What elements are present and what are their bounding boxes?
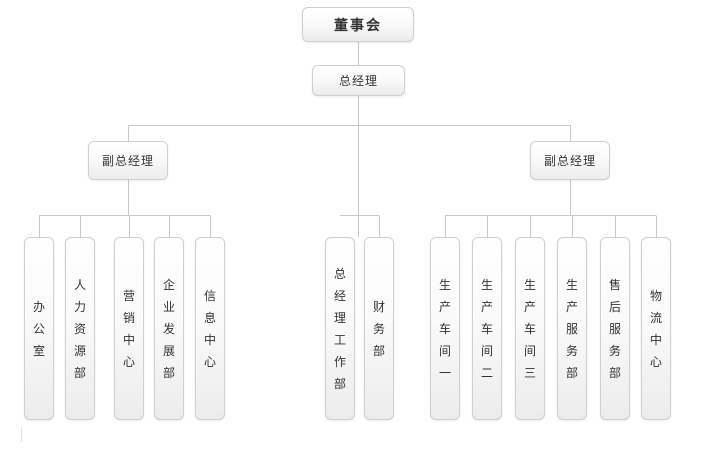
department-4: 企业发展部 <box>154 237 184 420</box>
node-general-manager-label: 总经理 <box>338 74 378 88</box>
department-label: 企业发展部 <box>162 277 175 380</box>
department-label: 生产服务部 <box>565 277 578 380</box>
department-label: 生产车间二 <box>480 277 493 380</box>
department-6: 总经理工作部 <box>325 237 355 420</box>
department-label: 财务部 <box>372 299 385 358</box>
node-board-label: 董事会 <box>334 17 382 34</box>
department-label: 生产车间三 <box>523 277 536 380</box>
department-11: 生产服务部 <box>557 237 587 420</box>
department-9: 生产车间二 <box>472 237 502 420</box>
department-2: 人力资源部 <box>65 237 95 420</box>
node-board: 董事会 <box>302 7 414 42</box>
department-10: 生产车间三 <box>515 237 545 420</box>
department-label: 生产车间一 <box>438 277 451 380</box>
department-label: 信息中心 <box>203 288 216 369</box>
department-13: 物流中心 <box>641 237 671 420</box>
department-7: 财务部 <box>364 237 394 420</box>
department-12: 售后服务部 <box>600 237 630 420</box>
department-label: 总经理工作部 <box>333 266 346 391</box>
department-label: 办公室 <box>32 299 45 358</box>
department-label: 售后服务部 <box>608 277 621 380</box>
department-3: 营销中心 <box>114 237 144 420</box>
department-1: 办公室 <box>24 237 54 420</box>
node-general-manager: 总经理 <box>312 65 405 96</box>
stray-mark <box>21 428 22 442</box>
department-label: 人力资源部 <box>73 277 86 380</box>
node-deputy-left: 副总经理 <box>88 141 168 180</box>
node-deputy-right: 副总经理 <box>530 141 610 180</box>
node-deputy-right-label: 副总经理 <box>543 154 596 168</box>
department-8: 生产车间一 <box>430 237 460 420</box>
department-5: 信息中心 <box>195 237 225 420</box>
department-label: 营销中心 <box>122 288 135 369</box>
node-deputy-left-label: 副总经理 <box>101 154 154 168</box>
department-label: 物流中心 <box>649 288 662 369</box>
